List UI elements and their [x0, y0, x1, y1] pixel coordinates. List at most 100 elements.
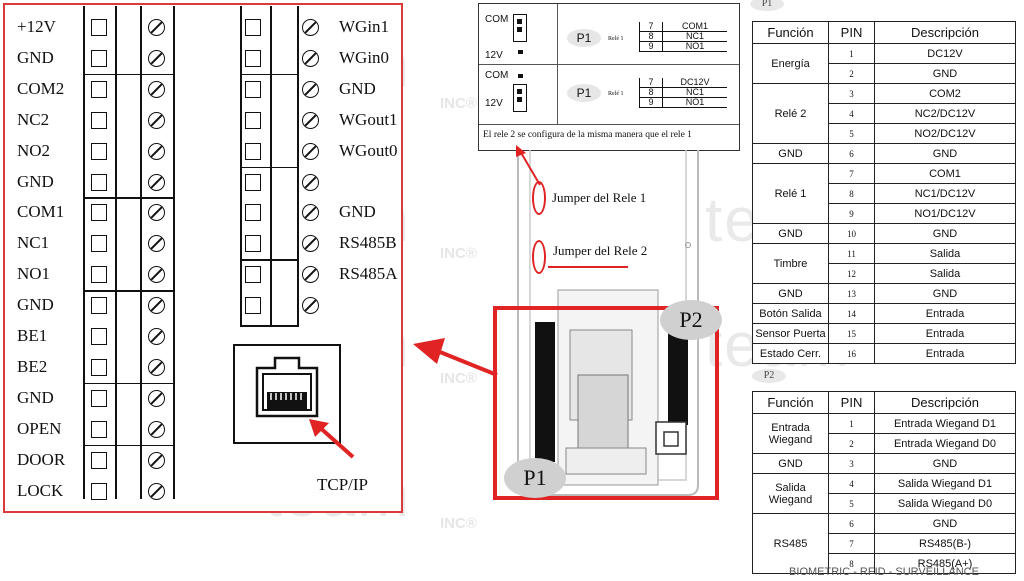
jumper2-pointer-line: [548, 266, 628, 268]
terminal-frame-line: [115, 6, 117, 499]
function-cell: GND: [752, 143, 829, 164]
terminal-socket: [245, 235, 261, 253]
screw-icon: [148, 266, 165, 284]
description-cell: NC1/DC12V: [874, 183, 1016, 204]
description-cell: Salida Wiegand D0: [874, 493, 1016, 514]
description-cell: Entrada: [874, 303, 1016, 324]
terminal-frame-line: [83, 6, 85, 499]
screw-icon: [148, 173, 165, 191]
pin-cell: 10: [828, 223, 875, 244]
relay1-pin: [518, 50, 523, 54]
terminal-socket: [245, 80, 261, 98]
relay2-pin: [518, 74, 523, 78]
screw-icon: [302, 266, 319, 284]
screw-icon: [148, 49, 165, 67]
pin-cell: 6: [828, 143, 875, 164]
pin-cell: 12: [828, 263, 875, 284]
description-cell: COM2: [874, 83, 1016, 104]
terminal-label: GND: [339, 202, 376, 222]
terminal-label: WGin1: [339, 17, 390, 36]
terminal-socket: [245, 111, 261, 129]
terminal-label: WGout1: [339, 109, 398, 129]
terminal-frame-line: [270, 6, 272, 326]
jumper1-label: Jumper del Rele 1: [552, 190, 647, 205]
table-p1-badge: P1: [750, 0, 784, 11]
terminal-socket: [245, 266, 261, 284]
terminal-socket: [245, 142, 261, 160]
description-cell: COM1: [874, 163, 1016, 184]
terminal-label: COM1: [17, 202, 65, 222]
pin-cell: 2: [828, 63, 875, 84]
description-cell: GND: [874, 223, 1016, 244]
relay-note: El rele 2 se configura de la misma maner…: [483, 130, 692, 140]
pin-cell: 3: [828, 453, 875, 474]
relay1-p1-badge: P1: [567, 29, 601, 47]
terminal-frame-line: [140, 6, 142, 499]
screw-icon: [302, 142, 319, 160]
description-cell: Salida: [874, 243, 1016, 264]
description-cell: Entrada: [874, 323, 1016, 344]
pin-cell: 1: [828, 43, 875, 64]
pin-cell: 4: [828, 473, 875, 494]
terminal-socket: [91, 358, 107, 376]
pin-cell: 6: [828, 513, 875, 534]
description-cell: DC12V: [874, 43, 1016, 64]
terminal-group-divider: [83, 382, 174, 385]
terminal-label: RS485B: [339, 233, 397, 253]
terminal-socket: [91, 420, 107, 438]
pin-cell: 1: [828, 413, 875, 434]
relay1-rele-label: Relé 1: [608, 36, 624, 42]
screw-icon: [148, 358, 165, 376]
terminal-group-divider: [240, 259, 299, 261]
screw-icon: [302, 49, 319, 67]
tcp-ip-label: TCP/IP: [317, 475, 369, 494]
relay2-jumper: [513, 84, 527, 112]
table-header: PIN: [828, 21, 875, 44]
pin-cell: 7: [828, 163, 875, 184]
terminal-label: GND: [17, 387, 54, 407]
watermark-inc: INC®: [440, 245, 477, 262]
terminal-socket: [91, 19, 107, 36]
function-cell: GND: [752, 453, 829, 474]
terminal-frame-line: [240, 6, 242, 326]
terminal-group-divider: [83, 290, 174, 292]
relay2-com-label: COM: [485, 70, 509, 81]
terminal-label: GND: [17, 47, 54, 67]
pin-cell: 2: [828, 433, 875, 454]
table-p2-badge: P2: [752, 369, 786, 383]
ethernet-port-icon: [255, 356, 319, 418]
terminal-label: WGout0: [339, 140, 398, 160]
function-cell: Energía: [752, 43, 829, 84]
terminal-label: GND: [339, 78, 376, 98]
description-cell: NC2/DC12V: [874, 103, 1016, 124]
description-cell: Entrada: [874, 343, 1016, 364]
terminal-label: NO1: [17, 264, 51, 284]
description-cell: GND: [874, 63, 1016, 84]
screw-icon: [148, 328, 165, 345]
terminal-label: GND: [17, 171, 54, 191]
terminal-group-divider: [83, 444, 174, 447]
terminal-socket: [91, 328, 107, 345]
terminal-label: +12V: [17, 17, 56, 36]
screw-icon: [148, 204, 165, 222]
terminal-label: DOOR: [17, 449, 66, 469]
terminal-socket: [91, 266, 107, 284]
description-cell: GND: [874, 283, 1016, 304]
connector-highlight-frame: [493, 306, 719, 500]
terminal-label: WGin0: [339, 47, 390, 67]
jumper2-label: Jumper del Rele 2: [553, 243, 648, 258]
table-header: Función: [752, 391, 829, 414]
terminal-label: GND: [17, 295, 54, 315]
terminal-label: BE2: [17, 356, 48, 376]
